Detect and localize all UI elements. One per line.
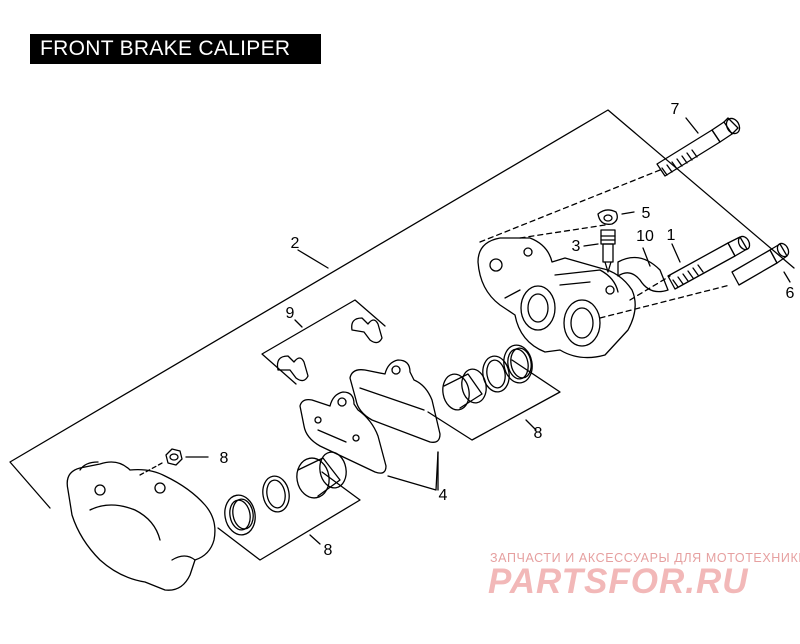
callout-8-right: 8 <box>534 425 543 442</box>
callout-9: 9 <box>286 305 295 322</box>
leader-6 <box>783 271 791 283</box>
bracket-8-right <box>427 359 561 441</box>
bolt-6-part <box>731 242 790 286</box>
callout-6: 6 <box>786 285 795 302</box>
callout-10: 10 <box>636 228 654 245</box>
dust-seal-right-part <box>503 344 533 384</box>
leader-10 <box>642 247 651 267</box>
bracket-9 <box>261 299 386 385</box>
seal-left-part <box>262 475 290 513</box>
seal-right-part <box>482 355 510 393</box>
page-title: FRONT BRAKE CALIPER <box>30 34 321 64</box>
bolt-1-part <box>667 235 751 290</box>
piston-right-part <box>442 368 487 411</box>
bracket-2 <box>9 109 795 509</box>
callout-1: 1 <box>667 227 676 244</box>
leader-8-right <box>525 419 537 431</box>
leader-1 <box>671 243 681 263</box>
watermark-tagline: ЗАПЧАСТИ И АКСЕССУАРЫ ДЛЯ МОТОТЕХНИКИ <box>490 551 800 565</box>
leader-3 <box>583 243 599 247</box>
bracket-8-left <box>217 471 361 561</box>
bleeder-3-part <box>600 229 616 273</box>
nut-part <box>165 448 183 466</box>
callout-8-left: 8 <box>324 542 333 559</box>
clip-left-part <box>276 355 309 382</box>
dust-seal-left-part <box>224 494 256 536</box>
pad-rear-part <box>299 391 387 474</box>
leader-5 <box>621 211 635 215</box>
leader-9 <box>294 319 303 328</box>
callout-3: 3 <box>572 238 581 255</box>
tube-10-part <box>617 256 669 293</box>
callout-8-top: 8 <box>220 450 229 467</box>
bolt-7-part <box>656 117 741 177</box>
callout-5: 5 <box>642 205 651 222</box>
callout-2: 2 <box>291 235 300 252</box>
cap-5-part <box>597 209 618 225</box>
leader-7 <box>685 117 699 134</box>
pad-front-part <box>349 359 441 443</box>
clip-right-part <box>351 317 383 344</box>
callout-7: 7 <box>671 101 680 118</box>
bracket-4 <box>387 451 439 491</box>
leader-8-left <box>309 534 321 545</box>
caliper-inner-part <box>66 461 216 591</box>
piston-left-part <box>296 451 347 499</box>
leader-2 <box>297 249 329 269</box>
caliper-outer-part <box>477 237 636 359</box>
watermark-logo: PARTSFOR.RU <box>488 562 749 601</box>
callout-4: 4 <box>439 487 448 504</box>
